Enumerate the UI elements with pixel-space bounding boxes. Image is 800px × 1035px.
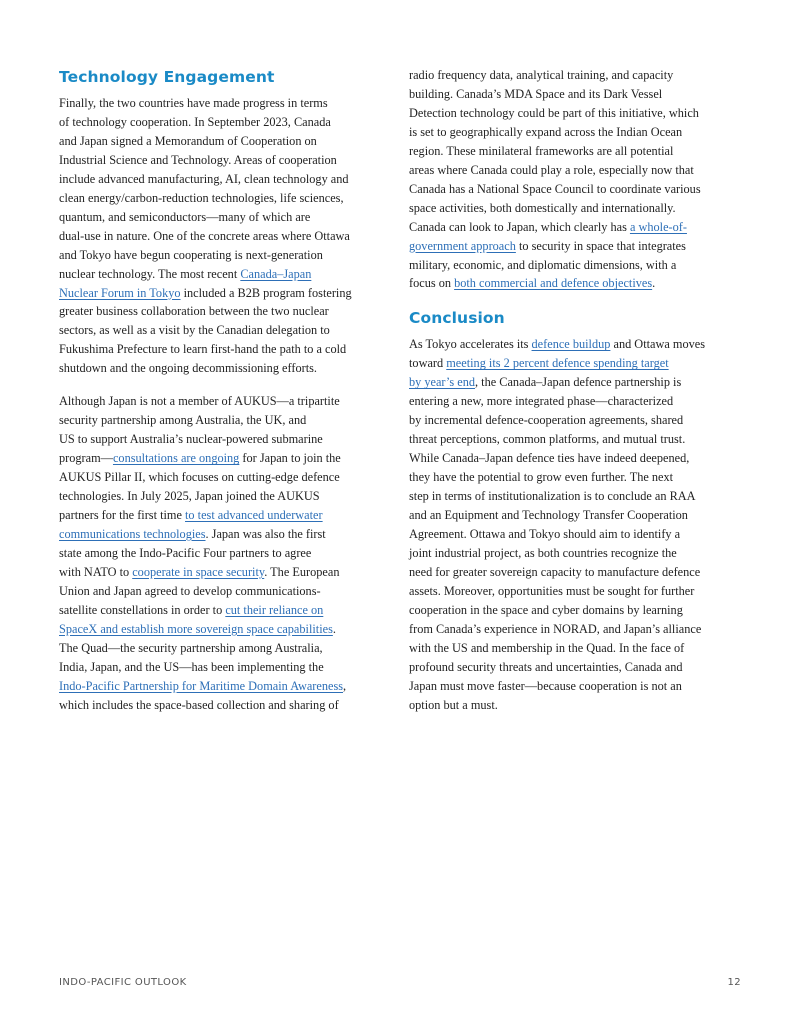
paragraph: radio frequency data, analytical trainin… xyxy=(409,66,749,293)
paragraph-text: Finally, the two countries have made pro… xyxy=(59,96,350,281)
paragraph-text: . The European Union and Japan agreed to… xyxy=(59,564,340,617)
inline-link[interactable]: Indo-Pacific Partnership for Maritime Do… xyxy=(59,678,344,693)
paragraph-text: for Japan to join the AUKUS Pillar II, w… xyxy=(59,451,341,523)
inline-link[interactable]: meeting its 2 percent defence spending t… xyxy=(409,356,669,390)
paragraph-text: . The Quad—the security partnership amon… xyxy=(59,621,336,674)
paragraph-text: . xyxy=(652,276,656,291)
paragraph: Finally, the two countries have made pro… xyxy=(59,94,404,378)
inline-link[interactable]: Canada–Japan Nuclear Forum in Tokyo xyxy=(59,266,312,300)
inline-link[interactable]: consultations are ongoing xyxy=(112,451,240,466)
inline-link[interactable]: cut their reliance on SpaceX and establi… xyxy=(59,602,333,636)
right-column: radio frequency data, analytical trainin… xyxy=(409,66,749,729)
paragraph: As Tokyo accelerates its defence buildup… xyxy=(409,335,749,714)
inline-link[interactable]: cooperate in space security xyxy=(132,564,265,579)
paragraph-text: and Ottawa moves toward xyxy=(409,337,705,371)
inline-link[interactable]: a whole-of- government approach xyxy=(409,219,687,253)
paragraph-text: As Tokyo accelerates its xyxy=(409,337,532,352)
page-number: 12 xyxy=(727,977,741,988)
paragraph-text: . Japan was also the first state among t… xyxy=(59,526,326,579)
paragraph-text: to security in space that integrates mil… xyxy=(409,238,686,291)
section-heading-conclusion: Conclusion xyxy=(409,309,505,328)
section-heading-technology-engagement: Technology Engagement xyxy=(59,68,275,86)
paragraph-text: radio frequency data, analytical trainin… xyxy=(409,68,701,234)
inline-link[interactable]: to test advanced underwater communicatio… xyxy=(59,508,323,541)
footer-publication-title: INDO-PACIFIC OUTLOOK xyxy=(59,977,187,988)
paragraph-text: , the Canada–Japan defence partnership i… xyxy=(409,375,702,712)
inline-link[interactable]: defence buildup xyxy=(531,337,611,352)
paragraph-text: included a B2B program fostering greater… xyxy=(59,285,352,376)
left-column: Technology Engagement Finally, the two c… xyxy=(59,66,404,729)
paragraph-text: , which includes the space-based collect… xyxy=(59,678,347,712)
inline-link[interactable]: both commercial and defence objectives xyxy=(454,276,653,291)
paragraph: Although Japan is not a member of AUKUS—… xyxy=(59,392,404,714)
paragraph-text: Although Japan is not a member of AUKUS—… xyxy=(59,394,340,466)
